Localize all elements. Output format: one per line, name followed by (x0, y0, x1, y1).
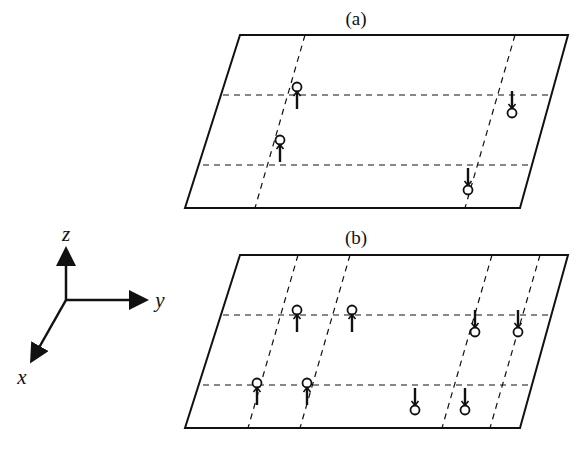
spin-up (293, 306, 302, 333)
spin-down (464, 168, 473, 195)
spin-up (293, 83, 302, 110)
axis-label: z (62, 224, 70, 245)
spin-up (253, 379, 262, 406)
grid-lines (203, 255, 552, 428)
spin-down (514, 310, 523, 337)
spin-up (276, 136, 285, 163)
coordinate-axes (32, 250, 145, 360)
axis-label: x (17, 367, 26, 388)
axis-label: y (155, 290, 164, 311)
panel-label: (a) (345, 9, 366, 28)
spin-down (508, 91, 517, 118)
spin-up (348, 306, 357, 333)
spin-up (303, 379, 312, 406)
spin-down (461, 388, 470, 415)
grid-lines (203, 35, 552, 208)
spin-down (411, 388, 420, 415)
lattice-plane (185, 35, 568, 208)
spin-down (471, 310, 480, 337)
lattice-plane (185, 255, 568, 428)
panel-label: (b) (345, 228, 367, 247)
